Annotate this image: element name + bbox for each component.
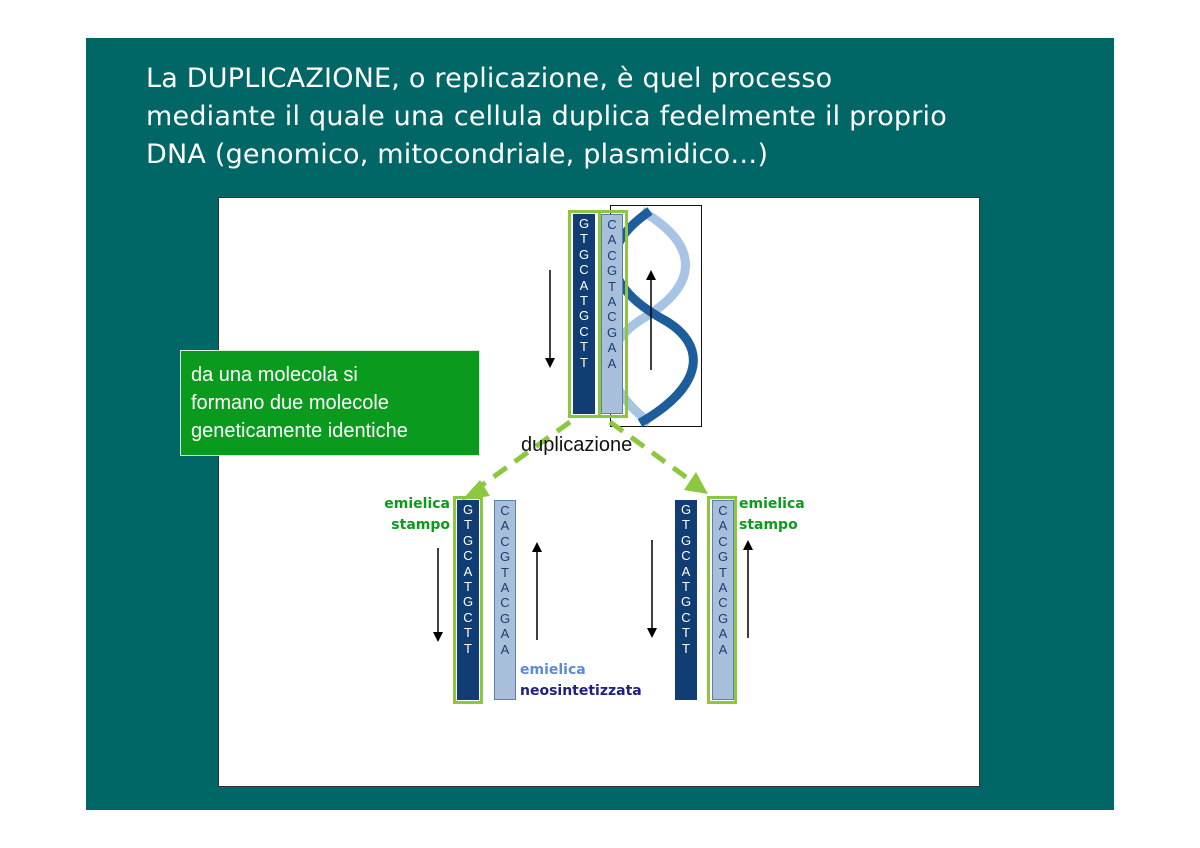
title-line-3: DNA (genomico, mitocondriale, plasmidico… <box>146 139 769 170</box>
nucleotide-base: C <box>718 533 728 549</box>
nucleotide-base: A <box>500 579 510 595</box>
nucleotide-base: C <box>718 595 728 611</box>
arrow-down-icon <box>647 540 657 638</box>
new-strand-label-2: neosintetizzata <box>520 683 642 699</box>
callout-line-3: geneticamente identiche <box>191 420 408 442</box>
nucleotide-base: G <box>717 610 729 626</box>
left-template-label-2: stampo <box>391 517 450 533</box>
arrow-down-icon <box>433 548 443 642</box>
nucleotide-base: G <box>578 246 590 262</box>
slide-title: La DUPLICAZIONE, o replicazione, è quel … <box>146 60 1106 174</box>
title-line-2: mediante il quale una cellula duplica fe… <box>146 101 947 132</box>
nucleotide-base: C <box>607 247 617 263</box>
nucleotide-base: G <box>499 610 511 626</box>
left-template-frame <box>453 496 483 704</box>
callout-line-2: formano due molecole <box>191 392 389 414</box>
nucleotide-base: G <box>462 502 474 517</box>
nucleotide-base: G <box>462 532 474 548</box>
right-template-frame <box>707 496 737 704</box>
nucleotide-base: C <box>463 548 473 564</box>
nucleotide-base: A <box>681 563 691 579</box>
title-line-1: La DUPLICAZIONE, o replicazione, è quel … <box>146 63 833 94</box>
nucleotide-base: T <box>580 292 588 308</box>
arrowhead-right-icon <box>684 472 708 494</box>
nucleotide-base: A <box>463 563 473 579</box>
callout-line-1: da una molecola si <box>191 364 358 386</box>
new-strand-label: emielica neosintetizzata <box>520 660 642 702</box>
nucleotide-base: T <box>608 278 616 294</box>
nucleotide-base: G <box>499 549 511 565</box>
nucleotide-base: G <box>717 549 729 565</box>
nucleotide-base: A <box>607 355 617 371</box>
nucleotide-base: C <box>500 533 510 549</box>
nucleotide-base: T <box>580 231 588 247</box>
nucleotide-base: T <box>682 640 690 656</box>
nucleotide-base: G <box>680 594 692 610</box>
nucleotide-base: T <box>580 339 588 355</box>
nucleotide-base: A <box>500 626 510 642</box>
duplication-label: duplicazione <box>521 434 633 456</box>
arrow-up-icon <box>646 270 656 370</box>
nucleotide-base: T <box>719 564 727 580</box>
right-template-label-2: stampo <box>739 517 798 533</box>
nucleotide-base: A <box>500 641 510 657</box>
right-template-label-1: emielica <box>739 496 805 512</box>
duplication-arrows <box>462 419 708 500</box>
nucleotide-base: T <box>682 517 690 533</box>
nucleotide-base: C <box>681 609 691 625</box>
nucleotide-base: T <box>464 578 472 594</box>
parent-strand-b-frame <box>598 210 628 418</box>
nucleotide-base: A <box>500 518 510 534</box>
nucleotide-base: T <box>682 625 690 641</box>
nucleotide-base: G <box>606 263 618 279</box>
nucleotide-base: C <box>579 262 589 278</box>
nucleotide-base: C <box>607 309 617 325</box>
nucleotide-base: G <box>578 308 590 324</box>
nucleotide-base: A <box>607 232 617 248</box>
nucleotide-base: C <box>607 217 617 232</box>
nucleotide-base: C <box>579 323 589 339</box>
nucleotide-base: G <box>462 594 474 610</box>
nucleotide-base: T <box>464 640 472 656</box>
arrowhead-left-icon <box>462 480 490 500</box>
nucleotide-base: A <box>718 626 728 642</box>
nucleotide-base: T <box>501 564 509 580</box>
nucleotide-base: C <box>718 503 728 518</box>
nucleotide-base: G <box>578 216 590 231</box>
nucleotide-base: T <box>464 625 472 641</box>
nucleotide-base: A <box>579 277 589 293</box>
nucleotide-base: G <box>680 532 692 548</box>
nucleotide-base: T <box>464 517 472 533</box>
nucleotide-base: A <box>718 579 728 595</box>
nucleotide-base: A <box>718 518 728 534</box>
right-template-label: emielica stampo <box>739 494 805 536</box>
nucleotide-base: T <box>580 354 588 370</box>
left-template-label: emielica stampo <box>362 494 450 536</box>
nucleotide-base: G <box>606 324 618 340</box>
arrow-up-icon <box>743 540 753 638</box>
arrow-down-icon <box>545 270 555 368</box>
nucleotide-base: A <box>607 340 617 356</box>
left-template-label-1: emielica <box>384 496 450 512</box>
nucleotide-base: G <box>680 502 692 517</box>
new-strand-label-1: emielica <box>520 662 586 678</box>
nucleotide-base: A <box>607 293 617 309</box>
nucleotide-base: C <box>500 595 510 611</box>
arrow-up-icon <box>532 542 542 640</box>
nucleotide-base: T <box>682 578 690 594</box>
nucleotide-base: C <box>463 609 473 625</box>
callout-box: da una molecola si formano due molecole … <box>180 350 480 456</box>
nucleotide-base: A <box>718 641 728 657</box>
nucleotide-base: C <box>500 503 510 518</box>
nucleotide-base: C <box>681 548 691 564</box>
